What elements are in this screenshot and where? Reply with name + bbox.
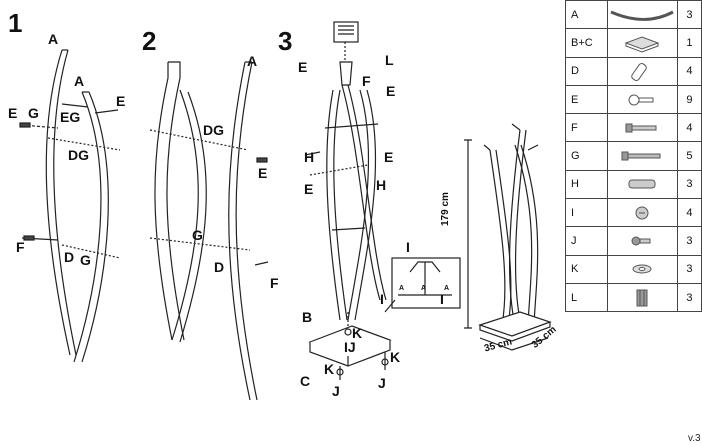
label-part-dg: DG bbox=[68, 147, 89, 163]
label-part-f: F bbox=[270, 275, 279, 291]
parts-row: L 3 bbox=[565, 282, 702, 313]
label-part-j: J bbox=[378, 375, 386, 391]
label-part-i: I bbox=[440, 291, 444, 307]
version-label: v.3 bbox=[688, 433, 701, 444]
parts-row: H 3 bbox=[565, 169, 702, 200]
part-qty: 4 bbox=[676, 198, 702, 228]
step3-tubes bbox=[304, 21, 461, 380]
label-part-g: G bbox=[80, 252, 91, 268]
label-part-f: F bbox=[16, 239, 25, 255]
base-plate-icon bbox=[606, 28, 678, 58]
label-part-a: A bbox=[247, 53, 258, 69]
assembled-rack bbox=[464, 123, 552, 351]
part-qty: 3 bbox=[676, 282, 702, 313]
label-part-a: A bbox=[74, 73, 85, 89]
step1-tubes bbox=[19, 49, 121, 363]
small-screw-icon bbox=[606, 226, 678, 256]
label-part-e: E bbox=[8, 105, 18, 121]
label-part-i: I bbox=[406, 239, 410, 255]
top-cap-icon bbox=[606, 282, 678, 313]
parts-row: I 4 bbox=[565, 198, 702, 228]
step-number-1: 1 bbox=[8, 8, 23, 38]
label-part-c: C bbox=[300, 373, 311, 389]
parts-row: K 3 bbox=[565, 254, 702, 284]
washer-icon bbox=[606, 254, 678, 284]
part-code: D bbox=[565, 56, 608, 86]
part-code: L bbox=[565, 282, 608, 313]
label-part-e: E bbox=[384, 149, 394, 165]
step2-tubes bbox=[149, 61, 269, 401]
part-code: A bbox=[565, 0, 608, 30]
label-part-f: F bbox=[362, 73, 371, 89]
label-part-g: G bbox=[192, 227, 203, 243]
part-code: G bbox=[565, 141, 608, 171]
part-qty: 3 bbox=[676, 169, 702, 200]
inset-label-a: A bbox=[421, 285, 427, 292]
label-part-b: B bbox=[302, 309, 313, 325]
cap-nut-icon bbox=[606, 198, 678, 228]
inset-label-a: A bbox=[444, 285, 450, 292]
label-part-l: L bbox=[385, 52, 394, 68]
part-qty: 1 bbox=[676, 28, 702, 58]
curved-tube-icon bbox=[606, 0, 678, 30]
label-part-k: K bbox=[390, 349, 401, 365]
sleeve-icon bbox=[606, 56, 678, 86]
label-part-d: D bbox=[64, 249, 75, 265]
parts-row: B+C 1 bbox=[565, 28, 702, 58]
parts-row: D 4 bbox=[565, 56, 702, 86]
parts-row: F 4 bbox=[565, 113, 702, 143]
part-qty: 4 bbox=[676, 56, 702, 86]
part-code: I bbox=[565, 198, 608, 228]
label-part-i: I bbox=[380, 291, 384, 307]
label-part-j: J bbox=[332, 383, 340, 399]
part-qty: 3 bbox=[676, 0, 702, 30]
label-part-e: E bbox=[258, 165, 268, 181]
part-qty: 3 bbox=[676, 226, 702, 256]
part-code: J bbox=[565, 226, 608, 256]
short-bolt-icon bbox=[606, 113, 678, 143]
step-number-3: 3 bbox=[278, 26, 293, 56]
label-part-a: A bbox=[48, 31, 59, 47]
parts-row: J 3 bbox=[565, 226, 702, 256]
inset-label-a: A bbox=[399, 285, 405, 292]
step-number-2: 2 bbox=[142, 26, 157, 56]
part-qty: 9 bbox=[676, 84, 702, 115]
part-code: K bbox=[565, 254, 608, 284]
part-qty: 3 bbox=[676, 254, 702, 284]
label-part-e: E bbox=[298, 59, 308, 75]
label-part-h: H bbox=[304, 149, 315, 165]
parts-row: G 5 bbox=[565, 141, 702, 171]
label-part-dg: DG bbox=[203, 122, 224, 138]
part-code: B+C bbox=[565, 28, 608, 58]
label-part-e: E bbox=[386, 83, 396, 99]
label-part-eg: EG bbox=[60, 109, 81, 125]
label-part-k: K bbox=[352, 325, 363, 341]
long-bolt-icon bbox=[606, 141, 678, 171]
part-code: F bbox=[565, 113, 608, 143]
height-dimension: 179 cm bbox=[440, 192, 451, 226]
part-code: E bbox=[565, 84, 608, 115]
dowel-icon bbox=[606, 169, 678, 200]
label-part-e: E bbox=[116, 93, 126, 109]
hook-icon bbox=[606, 84, 678, 115]
part-qty: 5 bbox=[676, 141, 702, 171]
label-part-d: D bbox=[214, 259, 225, 275]
label-part-h: H bbox=[376, 177, 387, 193]
label-part-ij: IJ bbox=[344, 339, 356, 355]
label-part-k: K bbox=[324, 361, 335, 377]
part-code: H bbox=[565, 169, 608, 200]
label-part-e: E bbox=[304, 181, 314, 197]
parts-row: A 3 bbox=[565, 0, 702, 30]
parts-list-table: A 3 B+C 1 D 4 E 9 F 4 G 5 bbox=[565, 0, 702, 313]
part-qty: 4 bbox=[676, 113, 702, 143]
parts-row: E 9 bbox=[565, 84, 702, 115]
label-part-g: G bbox=[28, 105, 39, 121]
